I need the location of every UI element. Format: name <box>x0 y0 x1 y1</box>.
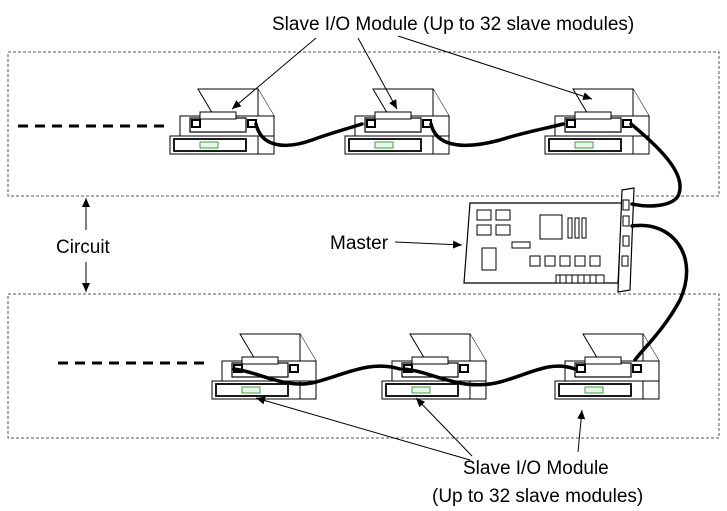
cable-top-1-2 <box>254 122 364 147</box>
arrow-master <box>394 240 463 249</box>
slave-module-top-1 <box>169 88 275 155</box>
cable-top-to-master <box>629 122 682 208</box>
cables <box>232 122 689 387</box>
cable-master-to-bottom <box>630 223 689 362</box>
cable-top-2-3 <box>429 122 565 148</box>
arrow-top-module-2 <box>357 37 398 110</box>
master-label: Master <box>330 233 389 254</box>
top-slave-module-label: Slave I/O Module (Up to 32 slave modules… <box>272 14 634 35</box>
slave-module-bottom-2 <box>381 333 487 400</box>
bottom-slave-module-sublabel: (Up to 32 slave modules) <box>432 486 643 507</box>
arrow-top-module-3 <box>397 35 593 101</box>
bottom-slave-module-label: Slave I/O Module <box>463 458 609 479</box>
annotation-arrows <box>82 35 593 461</box>
top-circuit-box <box>7 51 720 197</box>
slave-module-bottom-1 <box>211 333 317 400</box>
cable-bottom-1-2 <box>232 364 402 386</box>
bottom-circuit-box <box>7 293 720 439</box>
cable-bottom-2-3 <box>402 364 577 387</box>
circuit-label: Circuit <box>56 237 111 258</box>
arrow-top-module-1 <box>231 37 317 110</box>
arrow-bottom-module-2 <box>415 397 473 457</box>
master-board <box>463 187 635 293</box>
slave-module-top-2 <box>344 88 450 155</box>
arrow-bottom-module-1 <box>255 396 471 461</box>
arrow-bottom-module-3 <box>577 409 586 453</box>
slave-module-top-3 <box>544 88 650 155</box>
